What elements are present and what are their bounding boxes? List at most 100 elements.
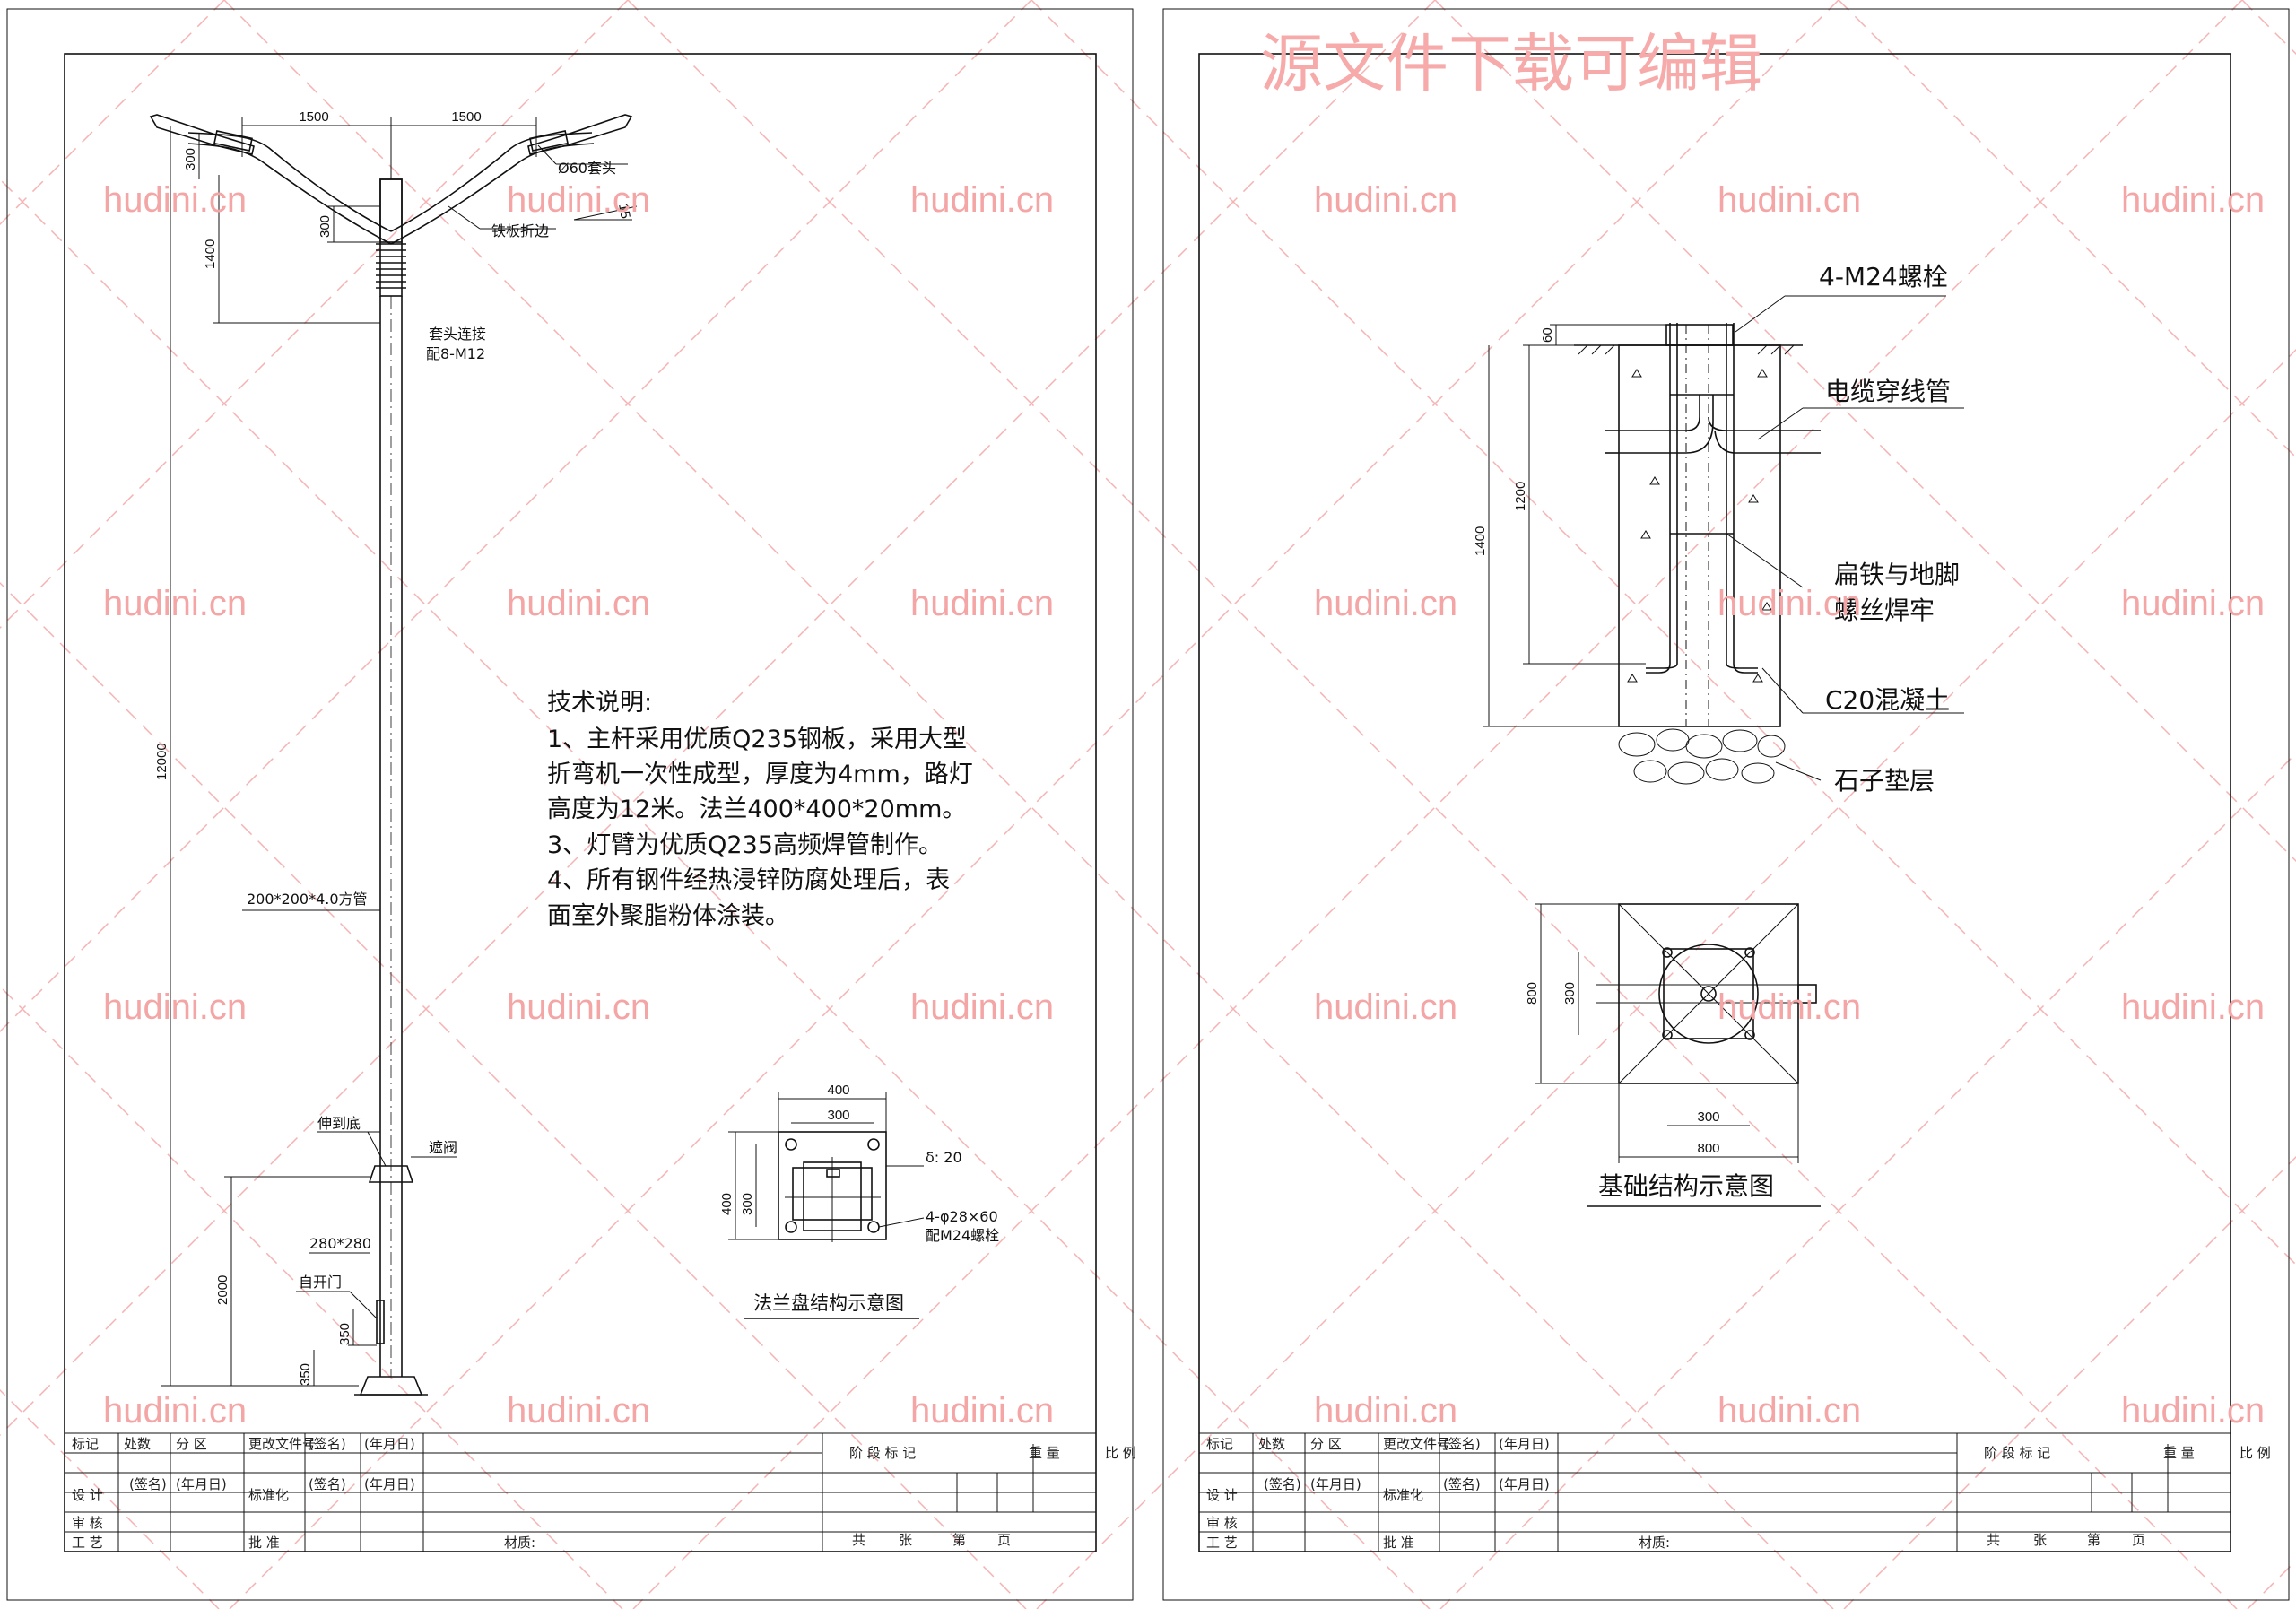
title-block-cell: (签名) [129, 1476, 167, 1492]
left-sheet-trim [6, 8, 1134, 1601]
title-block-cell: 标记 [1206, 1436, 1233, 1452]
title-block-cell: 批 准 [1383, 1535, 1414, 1551]
tech-note-line: 高度为12米。法兰400*400*20mm。 [547, 796, 966, 823]
title-block-cell: (年月日) [1310, 1476, 1361, 1492]
label-bolts: 4-M24螺栓 [1819, 262, 1948, 291]
label-insert-bottom: 伸到底 [317, 1115, 361, 1132]
watermark-site: hudini.cn [1718, 180, 1861, 220]
watermark-site: hudini.cn [103, 584, 247, 623]
label-sleeve-head: Ø60套头 [558, 160, 616, 177]
dim-300-sleeve: 300 [317, 215, 333, 238]
pole-dimensions: 1500 1500 300 300 1400 12000 2000 [154, 109, 638, 1387]
title-block-cell: 审 核 [72, 1515, 103, 1531]
watermark-site: hudini.cn [1718, 987, 1861, 1027]
foundation-plan: 800 300 300 800 基础结构示意图 [1525, 903, 1821, 1207]
title-block-cell: 页 [997, 1532, 1011, 1548]
watermark-site: hudini.cn [1314, 180, 1457, 220]
foundation-section: 60 1200 1400 4-M24螺栓 电缆穿线管 扁铁与地脚 螺丝焊牢 C2… [1473, 262, 1964, 796]
title-block-cell: 比 例 [2239, 1445, 2271, 1461]
foundation-dim-60: 60 [1540, 327, 1555, 343]
tech-note-line: 1、主杆采用优质Q235钢板，采用大型 [547, 726, 967, 753]
dim-arm-right: 1500 [451, 109, 481, 125]
foundation-dim-1400: 1400 [1473, 526, 1488, 556]
dim-1400: 1400 [203, 239, 218, 269]
label-flat-iron: 扁铁与地脚 [1834, 560, 1960, 589]
right-sheet: 60 1200 1400 4-M24螺栓 电缆穿线管 扁铁与地脚 螺丝焊牢 C2… [1162, 8, 2290, 1601]
flange-dim-300-side: 300 [740, 1193, 755, 1215]
label-gravel: 石子垫层 [1834, 766, 1935, 796]
right-sheet-border [1198, 53, 2231, 1552]
watermark-site: hudini.cn [910, 584, 1054, 623]
watermark: hudini.cn hudini.cn hudini.cn hudini.cn hudi… [103, 180, 2265, 1431]
title-block-cell: 材质: [1639, 1535, 1670, 1551]
tech-note-line: 3、灯臂为优质Q235高频焊管制作。 [547, 831, 943, 859]
watermark-site: hudini.cn [910, 1391, 1054, 1431]
watermark-site: hudini.cn [2121, 1391, 2265, 1431]
watermark-site: hudini.cn [910, 987, 1054, 1027]
tech-note-line: 折弯机一次性成型，厚度为4mm，路灯 [547, 761, 973, 788]
title-block-cell: 重 量 [1029, 1445, 1060, 1461]
dim-350-b: 350 [298, 1363, 313, 1386]
dim-350-a: 350 [337, 1323, 352, 1345]
title-block-cell: 第 [2087, 1532, 2100, 1548]
tech-notes-title: 技术说明: [547, 689, 652, 717]
tech-notes: 技术说明: 1、主杆采用优质Q235钢板，采用大型 折弯机一次性成型，厚度为4m… [547, 689, 973, 930]
title-block-cell: (签名) [309, 1476, 346, 1492]
title-block-left: 标记处数分 区更改文件号(签名)(年月日)设 计(签名)(年月日)标准化(签名)… [64, 1432, 1136, 1552]
title-block-cell: 分 区 [176, 1436, 207, 1452]
title-block-cell: 处数 [124, 1436, 151, 1452]
watermark-site: hudini.cn [2121, 987, 2265, 1027]
foundation-dim-1200: 1200 [1513, 482, 1528, 511]
label-sleeve-connect: 套头连接 [429, 326, 486, 343]
title-block-cell: (年月日) [364, 1436, 415, 1452]
title-block-cell: 材质: [504, 1535, 535, 1551]
title-block-cell: (签名) [1264, 1476, 1301, 1492]
title-block-cell: 标记 [72, 1436, 99, 1452]
title-block-cell: 工 艺 [72, 1535, 103, 1551]
flange-dim-400-side: 400 [719, 1193, 735, 1215]
watermark-site: hudini.cn [507, 1391, 650, 1431]
watermark-top-text: 源文件下载可编辑 [1260, 27, 1762, 100]
title-block-cell: (年月日) [364, 1476, 415, 1492]
watermark-site: hudini.cn [1314, 1391, 1457, 1431]
title-block-cell: (年月日) [1499, 1476, 1550, 1492]
title-block-cell: 共 [1987, 1532, 2000, 1548]
watermark-site: hudini.cn [103, 180, 247, 220]
pole-labels: Ø60套头 铁板折边 套头连接 配8-M12 200*200*4.0方管 伸到底… [242, 144, 628, 1319]
label-fold-edge: 铁板折边 [491, 222, 549, 239]
watermark-site: hudini.cn [103, 987, 247, 1027]
flange-caption: 法兰盘结构示意图 [753, 1292, 904, 1314]
dim-300-top: 300 [183, 148, 198, 170]
dim-12000: 12000 [154, 743, 170, 780]
flange-dim-300-top: 300 [827, 1108, 849, 1123]
left-sheet-border [64, 53, 1097, 1552]
plan-dim-800-bottom: 800 [1697, 1141, 1719, 1156]
label-flat-iron-weld: 螺丝焊牢 [1834, 596, 1935, 625]
label-cable-pipe: 电缆穿线管 [1825, 377, 1951, 406]
label-sleeve-bolts: 配8-M12 [426, 345, 485, 362]
plan-dim-800-side: 800 [1525, 982, 1540, 1005]
dim-2000: 2000 [215, 1275, 230, 1305]
flange-plate-diagram: 400 300 400 300 δ: 20 4-φ28×60 配M24螺栓 法兰… [719, 1083, 999, 1319]
watermark-site: hudini.cn [507, 987, 650, 1027]
tech-note-line: 4、所有钢件经热浸锌防腐处理后，表 [547, 866, 950, 894]
title-block-cell: (签名) [309, 1436, 346, 1452]
watermark-site: hudini.cn [2121, 180, 2265, 220]
title-block-cell: 阶 段 标 记 [849, 1445, 916, 1461]
left-sheet: 1500 1500 300 300 1400 12000 2000 [6, 8, 1136, 1601]
dim-15-degree: 15 [615, 203, 633, 220]
right-sheet-trim [1162, 8, 2290, 1601]
title-block-cell: 标准化 [248, 1487, 289, 1503]
title-block-cell: 设 计 [1206, 1487, 1238, 1503]
title-block-cell: (年月日) [1499, 1436, 1550, 1452]
title-block-cell: 重 量 [2163, 1445, 2195, 1461]
watermark-site: hudini.cn [1718, 1391, 1861, 1431]
title-block-cell: 分 区 [1310, 1436, 1342, 1452]
label-concrete: C20混凝土 [1825, 685, 1950, 715]
title-block-cell: 工 艺 [1206, 1535, 1238, 1551]
title-block-cell: 更改文件号 [248, 1436, 316, 1452]
watermark-site: hudini.cn [1718, 584, 1861, 623]
title-block-cell: (签名) [1443, 1436, 1481, 1452]
